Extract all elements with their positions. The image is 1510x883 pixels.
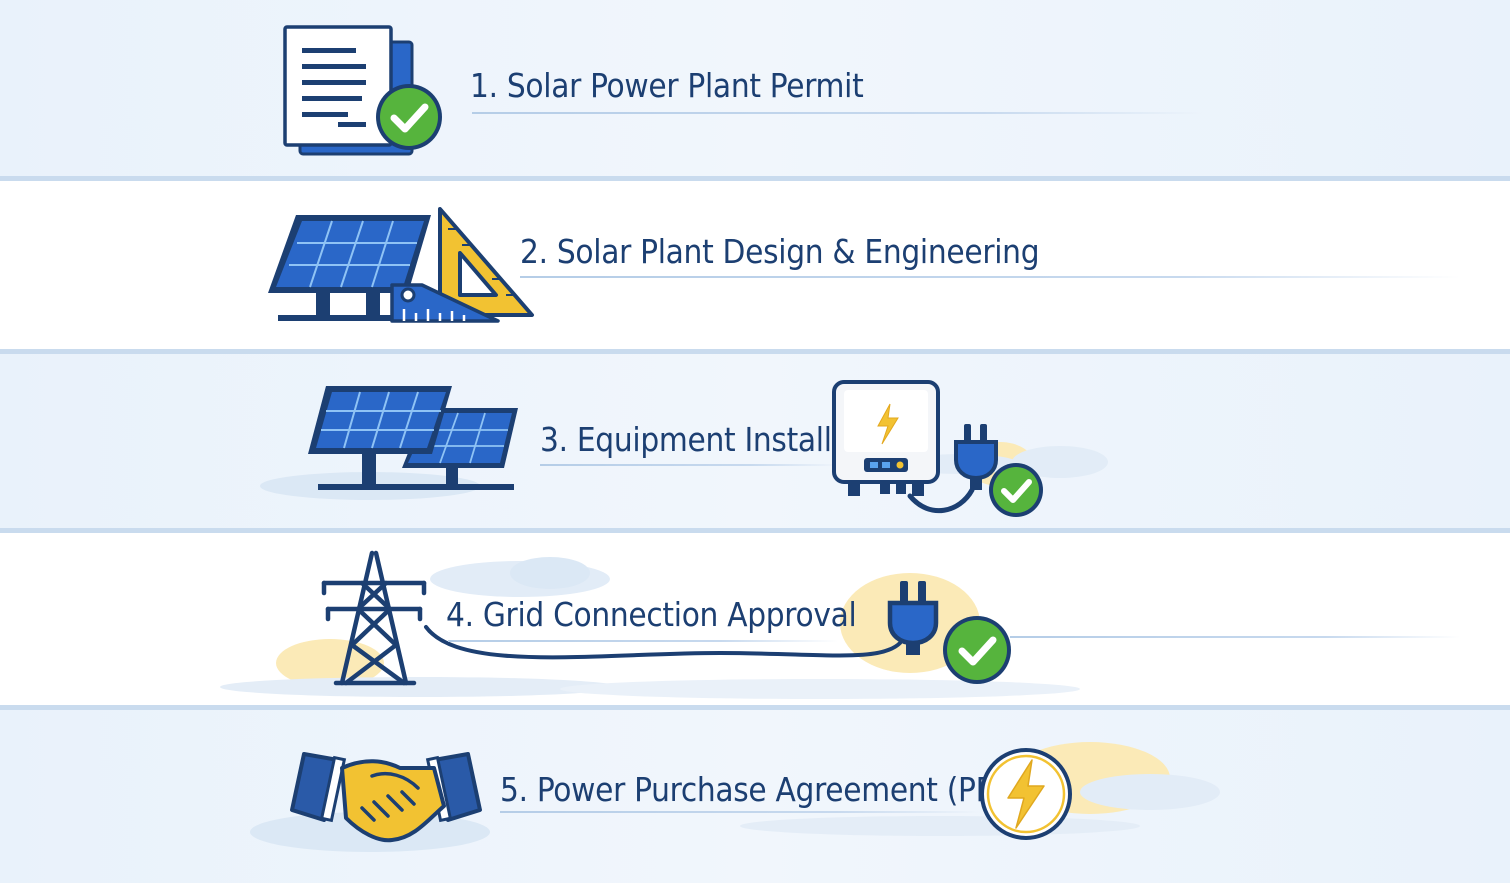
set-square-icon bbox=[438, 207, 534, 317]
checkmark-badge-icon bbox=[989, 463, 1043, 517]
document-icon bbox=[283, 25, 414, 156]
checkmark-badge-icon bbox=[376, 84, 442, 150]
step-2-label: 2. Solar Plant Design & Engineering bbox=[520, 232, 1040, 271]
transmission-tower-icon bbox=[321, 550, 427, 686]
lightning-badge-icon bbox=[980, 748, 1072, 840]
checkmark-badge-icon bbox=[943, 616, 1011, 684]
step-4-label: 4. Grid Connection Approval bbox=[446, 595, 857, 634]
step-2-band: 2. Solar Plant Design & Engineering bbox=[0, 181, 1510, 349]
solar-panel-icon bbox=[268, 215, 431, 321]
inverter-icon bbox=[832, 380, 940, 496]
separator bbox=[0, 528, 1510, 533]
power-cable-icon bbox=[424, 625, 902, 660]
handshake-icon bbox=[290, 752, 482, 843]
power-plug-icon bbox=[907, 424, 998, 514]
step-4-underline bbox=[448, 640, 838, 642]
power-plug-icon bbox=[887, 581, 939, 655]
step-5-underline bbox=[500, 811, 980, 813]
separator bbox=[0, 705, 1510, 710]
step-5-band: 5. Power Purchase Agreement (PPA) bbox=[0, 710, 1510, 883]
step-2-underline bbox=[520, 276, 1460, 278]
step-5-label: 5. Power Purchase Agreement (PPA) bbox=[500, 770, 1023, 809]
step-4-band: 4. Grid Connection Approval bbox=[0, 533, 1510, 705]
step-1-label: 1. Solar Power Plant Permit bbox=[470, 66, 864, 105]
step-4-underline-right bbox=[1010, 636, 1460, 638]
separator bbox=[0, 176, 1510, 181]
step-3-band: 3. Equipment Installation bbox=[0, 354, 1510, 528]
solar-panels-icon bbox=[308, 386, 518, 490]
ruler-icon bbox=[390, 283, 500, 323]
separator bbox=[0, 349, 1510, 354]
step-1-band: 1. Solar Power Plant Permit bbox=[0, 0, 1510, 176]
step-3-underline bbox=[540, 464, 840, 466]
step-1-underline bbox=[472, 112, 1202, 114]
